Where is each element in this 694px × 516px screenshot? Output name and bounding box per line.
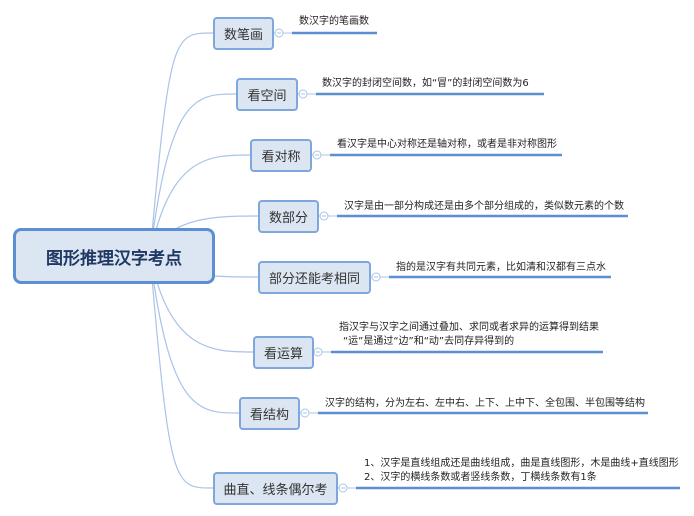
note-text: 看汉字是中心对称还是轴对称，或者是非对称图形 bbox=[337, 139, 557, 150]
note-text: “运”是通过“边”和“动”去同存异得到的 bbox=[343, 336, 515, 347]
branch-node[interactable]: 看空间 bbox=[236, 78, 298, 111]
branch-connector bbox=[149, 154, 251, 256]
branch-connector bbox=[149, 254, 214, 489]
branch-node[interactable]: 数笔画 bbox=[213, 17, 274, 50]
note-text: 数汉字的封闭空间数，如“冒”的封闭空间数为6 bbox=[322, 78, 529, 89]
branch-node[interactable]: 数部分 bbox=[258, 200, 319, 233]
branch-connector bbox=[149, 254, 254, 353]
branch-node[interactable]: 曲直、线条偶尔考 bbox=[213, 472, 338, 505]
note-text: 汉字是由一部分构成还是由多个部分组成的，类似数元素的个数 bbox=[344, 201, 624, 212]
branch-node[interactable]: 看运算 bbox=[253, 336, 314, 369]
root-node[interactable]: 图形推理汉字考点 bbox=[13, 228, 215, 284]
branch-node[interactable]: 看结构 bbox=[239, 397, 300, 430]
note-text: 1、汉字是直线组成还是曲线组成，曲是直线图形，木是曲线+直线图形 bbox=[364, 458, 679, 469]
branch-node[interactable]: 部分还能考相同 bbox=[258, 261, 371, 294]
note-text: 汉字的结构，分为左右、左中右、上下、上中下、全包围、半包围等结构 bbox=[325, 398, 645, 409]
note-text: 指的是汉字有共同元素，比如清和汉都有三点水 bbox=[396, 262, 606, 273]
branch-connector bbox=[149, 254, 240, 414]
branch-node[interactable]: 看对称 bbox=[250, 139, 312, 172]
note-text: 2、汉字的横线条数或者竖线条数，丁横线条数有1条 bbox=[364, 472, 597, 483]
note-text: 数汉字的笔画数 bbox=[299, 16, 369, 27]
branch-connector bbox=[149, 32, 214, 256]
branch-connector bbox=[149, 93, 237, 256]
note-text: 指汉字与汉字之间通过叠加、求同或者求异的运算得到结果 bbox=[339, 322, 599, 333]
